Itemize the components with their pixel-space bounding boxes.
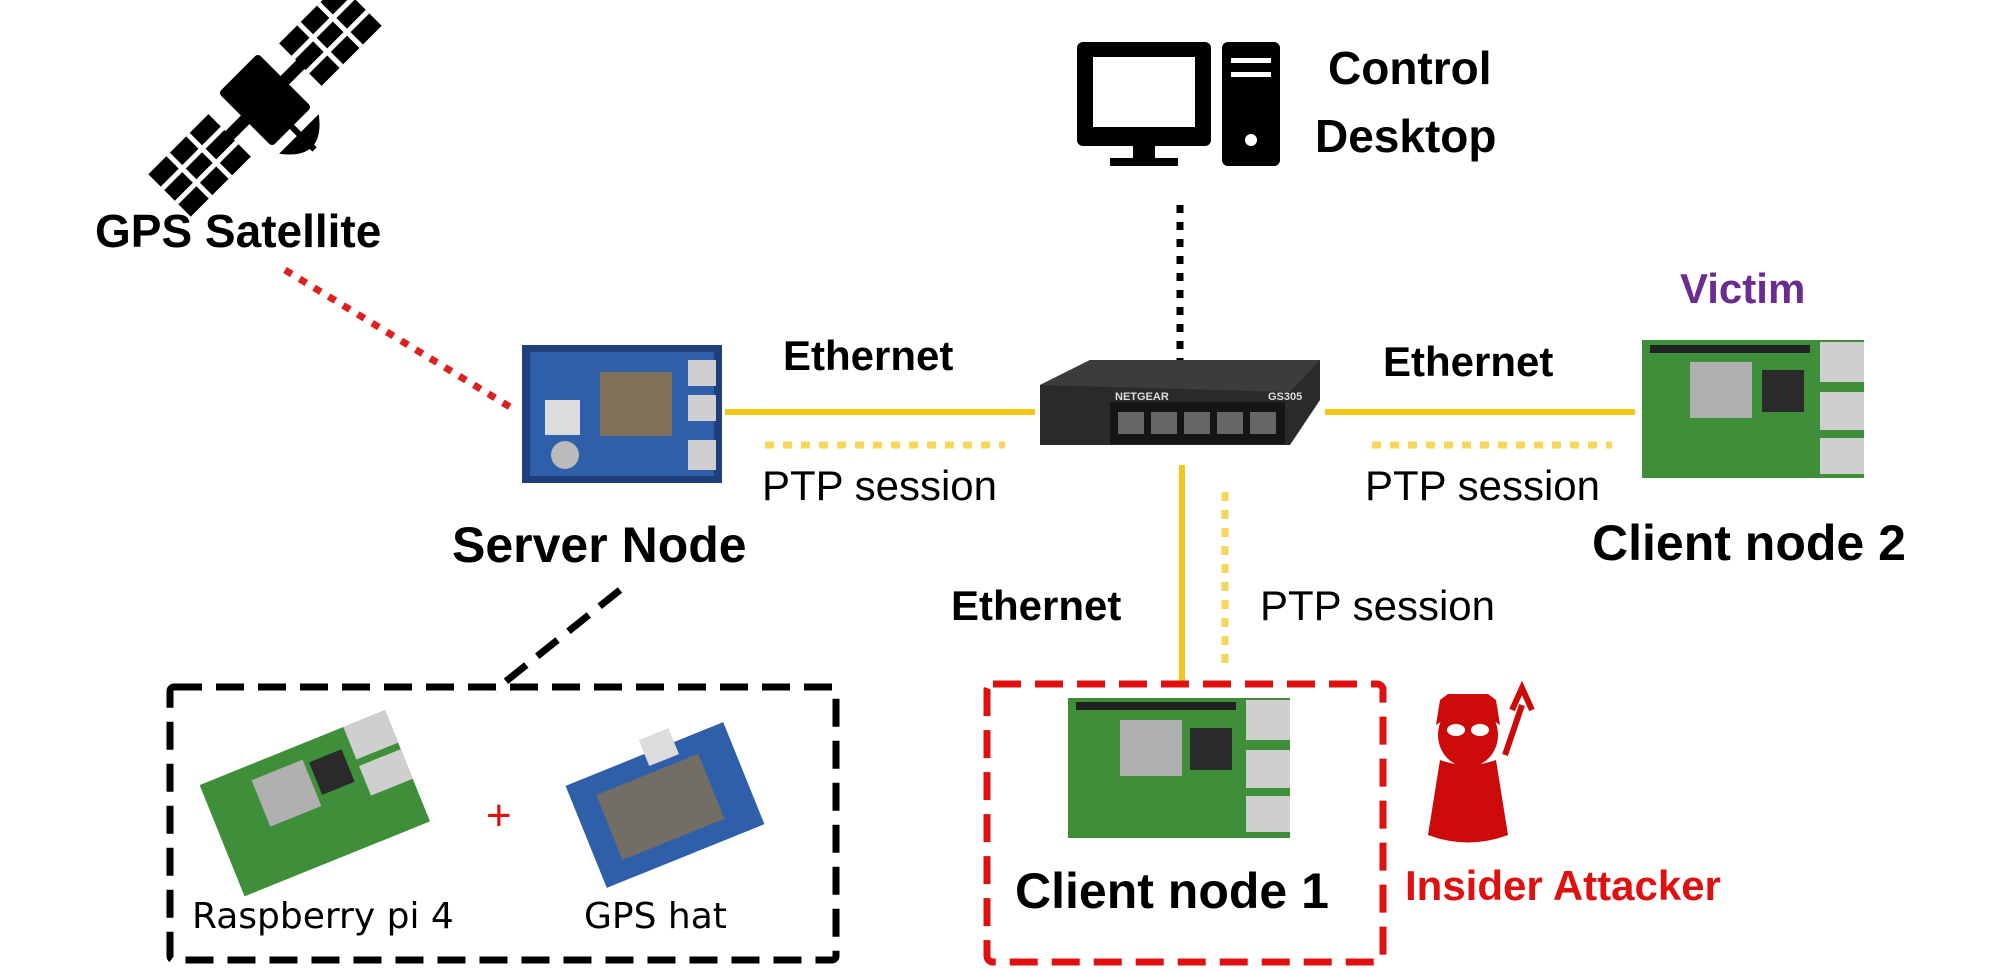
client-node-1-board (1068, 698, 1290, 838)
client-node-2-label: Client node 2 (1592, 515, 1906, 571)
desktop-icon (1077, 42, 1280, 166)
server-detail-frame (166, 683, 840, 964)
switch-model: GS305 (1268, 391, 1302, 403)
network-switch: NETGEAR GS305 (1040, 360, 1320, 445)
gps-hat-label: GPS hat (584, 896, 727, 937)
switch-brand: NETGEAR (1115, 391, 1169, 403)
attacker-devil-icon (1428, 680, 1535, 843)
server-node-board (522, 345, 722, 483)
plus-sign: + (486, 791, 512, 840)
ethernet-bottom-label: Ethernet (951, 582, 1121, 629)
satellite-icon (148, 0, 382, 217)
ptp-left-label: PTP session (762, 462, 997, 509)
satellite-link-line (283, 267, 517, 413)
ethernet-left-label: Ethernet (783, 332, 953, 379)
insider-attacker-label: Insider Attacker (1405, 862, 1721, 909)
gps-hat-board (565, 722, 765, 888)
client-node-2-board (1642, 340, 1864, 478)
ethernet-right-label: Ethernet (1383, 338, 1553, 385)
ptp-bottom-label: PTP session (1260, 582, 1495, 629)
control-desktop-label-line1: Control (1328, 42, 1492, 94)
server-detail-link-line (492, 587, 623, 693)
gps-satellite-label: GPS Satellite (95, 205, 381, 257)
client-node-1-frame (983, 680, 1387, 966)
raspberry-pi-board (199, 710, 430, 897)
victim-label: Victim (1680, 265, 1805, 312)
raspberry-pi-label: Raspberry pi 4 (192, 896, 454, 937)
ptp-right-label: PTP session (1365, 462, 1600, 509)
client-node-1-label: Client node 1 (1015, 863, 1329, 919)
control-desktop-label-line2: Desktop (1315, 110, 1496, 162)
server-node-label: Server Node (452, 517, 747, 573)
